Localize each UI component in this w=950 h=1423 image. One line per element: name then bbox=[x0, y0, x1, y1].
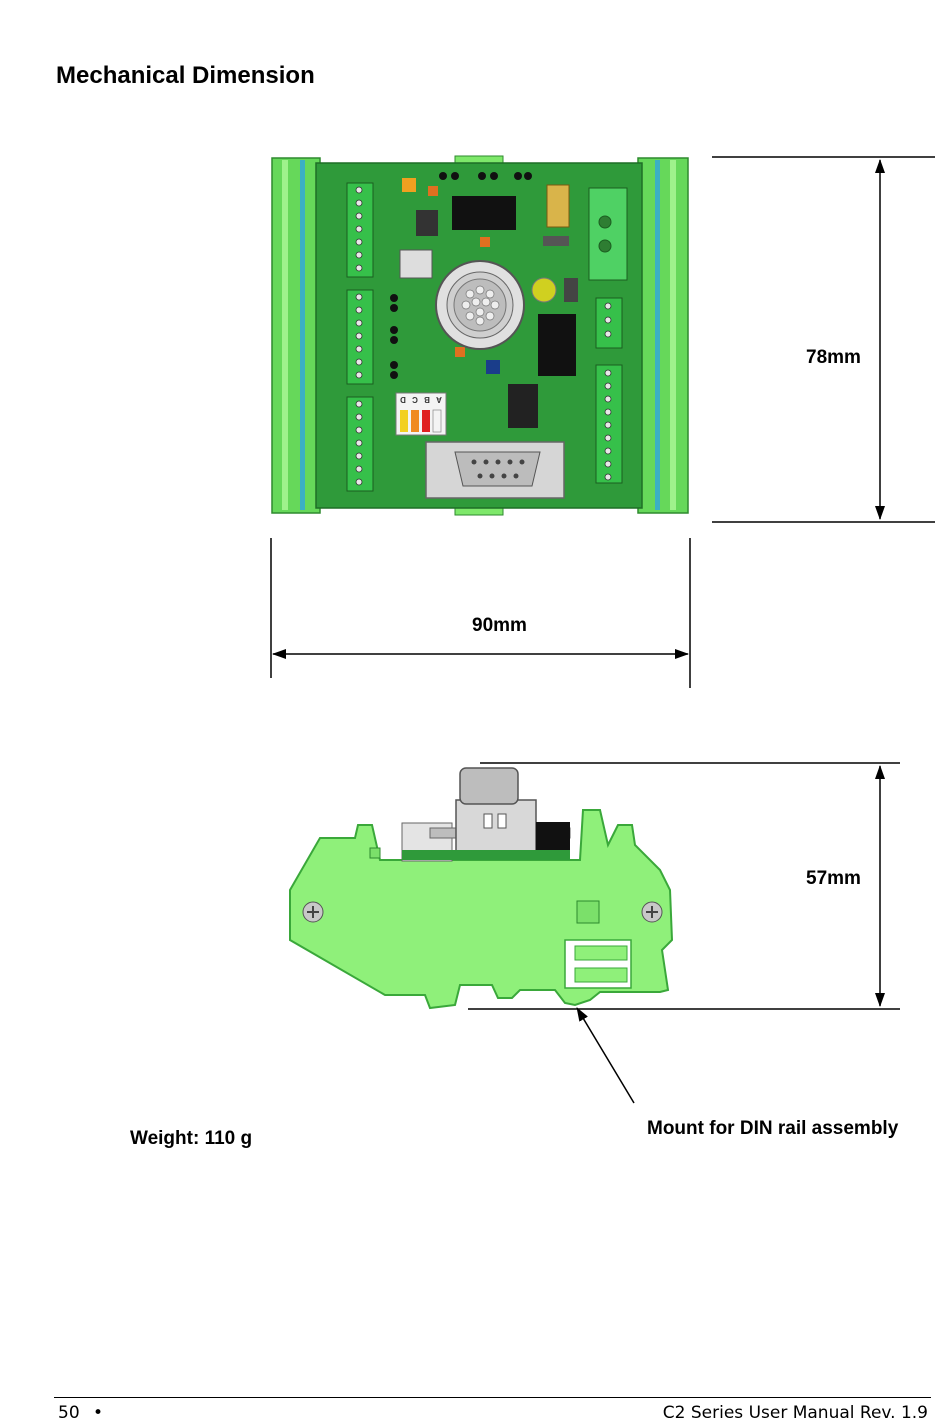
housing-rails-top-view bbox=[271, 155, 689, 516]
dimension-57mm-label: 57mm bbox=[806, 868, 861, 889]
dimension-lines-side-view bbox=[468, 762, 900, 1104]
footer-page-number: 50 • bbox=[58, 1403, 103, 1423]
terminal-label-c: C bbox=[412, 395, 418, 404]
terminal-label-d: D bbox=[400, 395, 406, 404]
page-title: Mechanical Dimension bbox=[56, 62, 315, 89]
dimension-lines-top-view bbox=[270, 156, 935, 688]
din-rail-mount-label: Mount for DIN rail assembly bbox=[647, 1118, 899, 1139]
side-view-drawing bbox=[289, 767, 674, 1010]
page-number: 50 bbox=[58, 1403, 80, 1423]
pcb-board bbox=[315, 162, 643, 509]
terminal-label-a: A bbox=[436, 395, 442, 404]
footer-divider bbox=[54, 1397, 931, 1398]
weight-label: Weight: 110 g bbox=[130, 1128, 253, 1149]
dimension-90mm-label: 90mm bbox=[472, 615, 527, 636]
dimension-78mm-label: 78mm bbox=[806, 347, 861, 368]
footer-bullet: • bbox=[93, 1403, 104, 1423]
terminal-letter-labels: D C B A bbox=[398, 395, 444, 404]
terminal-label-b: B bbox=[424, 395, 430, 404]
footer-manual-title: C2 Series User Manual Rev. 1.9 bbox=[662, 1403, 928, 1423]
